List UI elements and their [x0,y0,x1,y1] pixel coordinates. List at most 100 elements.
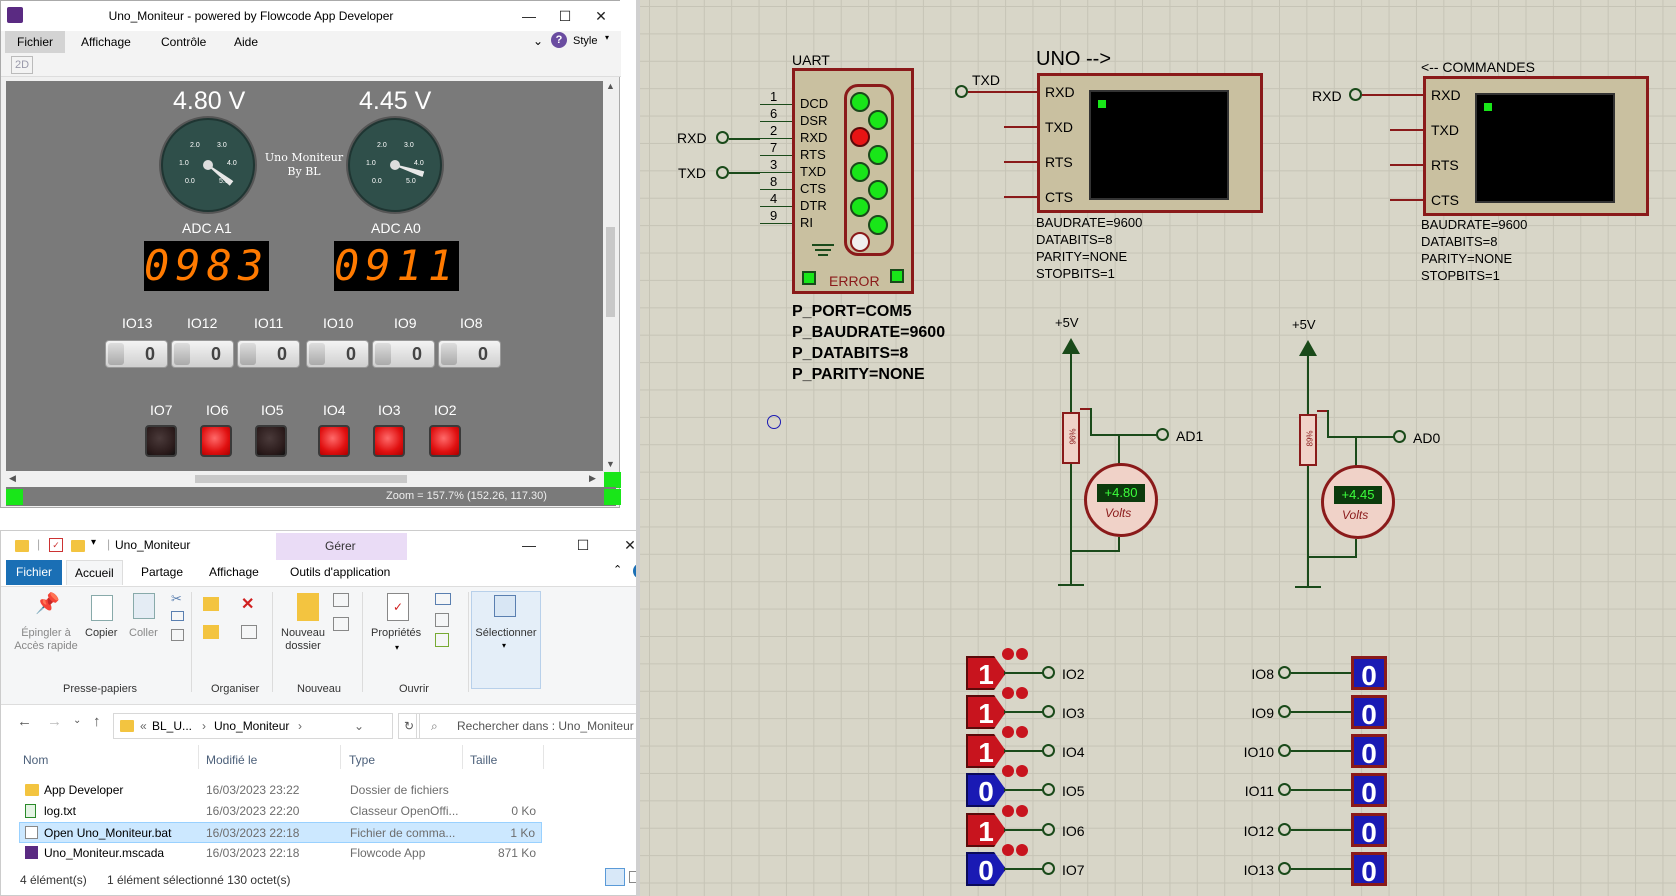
breadcrumb-uno-moniteur[interactable]: Uno_Moniteur [214,719,290,733]
net-ad0-terminal[interactable] [1393,430,1406,443]
potentiometer-ad1[interactable]: 96% [1062,412,1080,464]
up-icon[interactable]: ↑ [93,713,101,730]
close-button[interactable]: ✕ [624,537,636,553]
toggle-dot-icon[interactable] [1002,844,1014,856]
tab-accueil[interactable]: Accueil [66,560,123,585]
switch-io11[interactable]: 0 [237,340,300,368]
terminal-uno-screen[interactable] [1089,90,1229,200]
file-row[interactable]: App Developer 16/03/2023 23:22 Dossier d… [19,780,542,801]
close-button[interactable]: ✕ [595,8,607,24]
column-type[interactable]: Type [349,753,376,767]
probe-pin[interactable] [1278,666,1291,679]
file-row[interactable]: Uno_Moniteur.mscada 16/03/2023 22:18 Flo… [19,843,542,864]
breadcrumb-bl-u[interactable]: BL_U... [152,719,193,733]
net-ad1-terminal[interactable] [1156,428,1169,441]
column-modified[interactable]: Modifié le [206,753,258,767]
quick-access-dropdown-icon[interactable]: ▾ [91,537,97,548]
forward-icon[interactable]: → [47,713,62,730]
maximize-button[interactable]: ☐ [558,8,572,24]
select-button-frame[interactable] [471,591,541,689]
probe-pin[interactable] [1278,862,1291,875]
scroll-up-icon[interactable]: ▲ [606,81,615,91]
toggle-dot-icon[interactable] [1002,687,1014,699]
back-icon[interactable]: ← [17,713,32,730]
net-txd-terminal[interactable] [716,166,729,179]
edit-icon[interactable] [435,613,449,627]
address-bar[interactable]: « BL_U... › Uno_Moniteur › ⌄ [113,713,393,739]
menu-aide[interactable]: Aide [234,35,259,49]
column-size[interactable]: Taille [470,753,498,767]
paste-button[interactable]: Coller [129,627,158,639]
paste-shortcut-icon[interactable] [171,629,184,641]
history-icon[interactable] [435,633,449,647]
pin-quick-access-button[interactable]: Épingler à Accès rapide [14,627,78,652]
address-dropdown-icon[interactable]: ⌄ [354,719,365,733]
minimize-button[interactable]: — [522,537,536,553]
probe-pin[interactable] [1278,823,1291,836]
logic-pin[interactable] [1042,862,1055,875]
cut-icon[interactable]: ✂ [171,591,182,606]
rename-icon[interactable] [241,625,257,639]
toggle-dot-icon[interactable] [1002,765,1014,777]
properties-quick-icon[interactable]: ✓ [49,538,63,552]
maximize-button[interactable]: ☐ [576,537,590,553]
menu-fichier[interactable]: Fichier [5,31,65,53]
tab-partage[interactable]: Partage [141,565,184,579]
details-view-icon[interactable] [605,868,625,886]
toggle-dot-icon[interactable] [1016,805,1028,817]
view-2d-button[interactable]: 2D [11,56,33,74]
logic-state-value[interactable]: 0 [966,773,1006,807]
probe-pin[interactable] [1278,705,1291,718]
voltmeter-ad0[interactable]: +4.45 Volts [1321,465,1395,539]
probe-pin[interactable] [1278,744,1291,757]
logic-pin[interactable] [1042,744,1055,757]
properties-button[interactable]: Propriétés [371,627,422,639]
style-dropdown-icon[interactable]: ▾ [605,33,610,42]
terminal-uno-input-pin[interactable] [955,85,968,98]
easy-access-icon[interactable] [333,617,349,631]
minimize-button[interactable]: — [522,8,536,24]
potentiometer-ad0[interactable]: 89% [1299,414,1317,466]
search-input[interactable]: ⌕ Rechercher dans : Uno_Moniteur [416,713,648,739]
new-folder-quick-icon[interactable] [71,540,85,552]
switch-io10[interactable]: 0 [306,340,369,368]
terminal-commandes-screen[interactable] [1475,93,1615,203]
scroll-left-icon[interactable]: ◀ [9,473,16,483]
tab-affichage[interactable]: Affichage [209,565,259,579]
menu-controle[interactable]: Contrôle [161,35,207,49]
net-rxd-terminal[interactable] [716,131,729,144]
chevron-down-icon[interactable]: ⌄ [533,34,544,48]
select-button[interactable]: Sélectionner [475,627,537,639]
voltmeter-ad1[interactable]: +4.80 Volts [1084,463,1158,537]
toggle-dot-icon[interactable] [1002,805,1014,817]
terminal-commandes-input-pin[interactable] [1349,88,1362,101]
logic-pin[interactable] [1042,666,1055,679]
manage-tab[interactable]: Gérer [325,539,356,553]
move-to-icon[interactable] [203,597,219,611]
recent-locations-icon[interactable]: ⌄ [73,715,82,726]
properties-dropdown-icon[interactable]: ▾ [395,643,400,652]
toggle-dot-icon[interactable] [1002,726,1014,738]
switch-io12[interactable]: 0 [171,340,234,368]
refresh-icon[interactable]: ↻ [398,713,420,739]
open-icon[interactable] [435,593,451,605]
delete-icon[interactable]: ✕ [241,596,255,613]
logic-pin[interactable] [1042,783,1055,796]
copy-path-icon[interactable] [171,611,184,621]
toggle-dot-icon[interactable] [1016,726,1028,738]
toggle-dot-icon[interactable] [1016,765,1028,777]
copy-to-icon[interactable] [203,625,219,639]
tab-fichier[interactable]: Fichier [6,560,62,585]
scroll-down-icon[interactable]: ▼ [606,459,615,469]
ribbon-collapse-icon[interactable]: ⌃ [613,564,623,576]
select-dropdown-icon[interactable]: ▾ [502,641,507,650]
switch-io9[interactable]: 0 [372,340,435,368]
switch-io8[interactable]: 0 [438,340,501,368]
column-name[interactable]: Nom [23,753,49,767]
file-row[interactable]: log.txt 16/03/2023 22:20 Classeur OpenOf… [19,801,542,822]
menu-affichage[interactable]: Affichage [81,35,131,49]
breadcrumb-overflow[interactable]: « [140,719,147,733]
copy-button[interactable]: Copier [85,627,118,639]
logic-pin[interactable] [1042,705,1055,718]
new-item-icon[interactable] [333,593,349,607]
